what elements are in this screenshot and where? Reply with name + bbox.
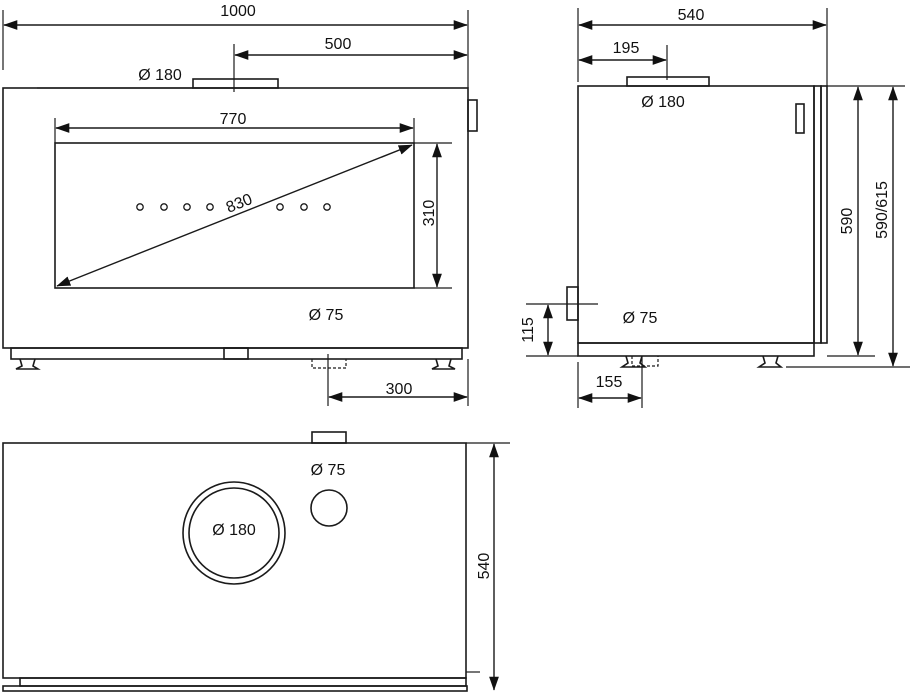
side-air-inlet-height-label: 115 <box>520 317 537 343</box>
front-flue-collar <box>192 78 279 89</box>
front-base-plinth <box>10 347 463 360</box>
front-side-handle <box>467 99 478 132</box>
front-foot-right <box>431 358 456 370</box>
side-flue-offset-label: 195 <box>613 40 640 57</box>
burner-hole <box>300 203 308 211</box>
top-air-inlet-diameter-label: Ø 75 <box>311 462 346 479</box>
side-door-panel <box>813 85 822 344</box>
burner-hole <box>323 203 331 211</box>
burner-hole <box>206 203 214 211</box>
front-glass-diagonal-label: 830 <box>224 191 255 217</box>
front-air-inlet-stub <box>311 359 347 369</box>
front-air-inlet-offset-label: 300 <box>386 381 413 398</box>
side-body-height-label: 590 <box>839 208 856 235</box>
front-view: 1000 500 Ø 180 770 830 310 Ø 75 300 <box>2 3 478 406</box>
side-flue-collar <box>626 76 710 87</box>
side-air-inlet-offset-label: 155 <box>596 374 623 391</box>
side-bottom-inlet-stub <box>631 356 659 367</box>
top-view: 540 Ø 180 Ø 75 <box>2 431 510 692</box>
side-foot-right <box>756 355 784 368</box>
front-flue-diameter-label: Ø 180 <box>138 67 182 84</box>
front-flue-offset-label: 500 <box>325 36 352 53</box>
side-handle <box>795 103 805 134</box>
front-glass-height-label: 310 <box>421 200 438 227</box>
front-foot-left <box>15 358 41 370</box>
top-depth-label: 540 <box>476 553 493 580</box>
side-air-inlet-diameter-label: Ø 75 <box>623 310 658 327</box>
front-base-notch <box>223 347 249 360</box>
burner-hole <box>183 203 191 211</box>
top-air-inlet-circle <box>310 489 348 527</box>
side-flue-diameter-label: Ø 180 <box>641 94 685 111</box>
side-view: 540 195 Ø 180 590 590/615 115 Ø 75 155 <box>520 7 910 408</box>
top-front-frame <box>2 685 468 692</box>
top-flue-diameter-label: Ø 180 <box>212 522 256 539</box>
side-base-plinth <box>577 342 815 357</box>
front-air-inlet-diameter-label: Ø 75 <box>309 307 344 324</box>
front-glass-window <box>54 142 415 289</box>
side-depth-label: 540 <box>678 7 705 24</box>
front-overall-width-label: 1000 <box>220 3 256 20</box>
front-glass-width-label: 770 <box>220 111 247 128</box>
side-total-height-label: 590/615 <box>874 181 891 239</box>
burner-hole <box>160 203 168 211</box>
top-flue-outer-ring <box>182 481 286 585</box>
top-body-outline <box>2 442 467 679</box>
top-air-inlet-stub <box>311 431 347 444</box>
side-foot-left <box>619 355 648 368</box>
burner-hole <box>276 203 284 211</box>
side-body-outline <box>577 85 815 344</box>
burner-hole <box>136 203 144 211</box>
dim-glass-diagonal <box>56 144 413 287</box>
top-door-strip <box>19 677 467 687</box>
side-door-frame <box>820 85 828 344</box>
top-flue-inner-ring <box>188 487 280 579</box>
